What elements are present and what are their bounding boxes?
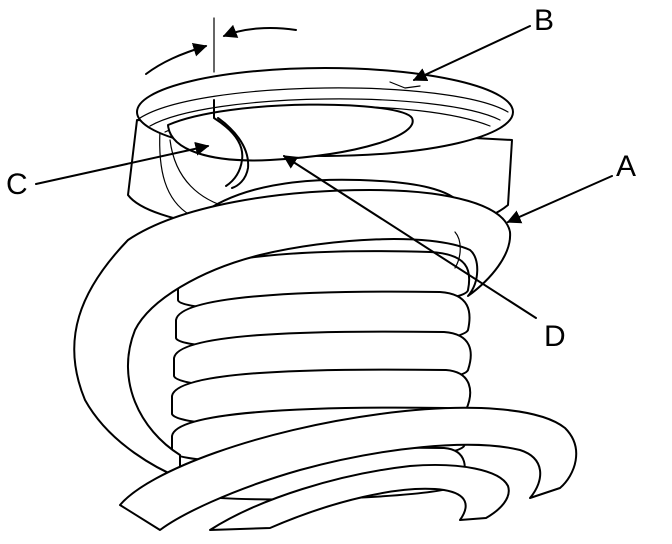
leader-a — [506, 175, 613, 224]
leader-c — [35, 141, 210, 185]
leader-b — [412, 25, 531, 82]
label-a: A — [616, 150, 636, 183]
outer-coil-spring — [73, 189, 578, 531]
rotation-indicator — [145, 17, 297, 75]
label-b: B — [534, 4, 554, 37]
leader-d — [282, 155, 537, 319]
label-d: D — [544, 320, 566, 353]
label-c: C — [6, 168, 28, 201]
